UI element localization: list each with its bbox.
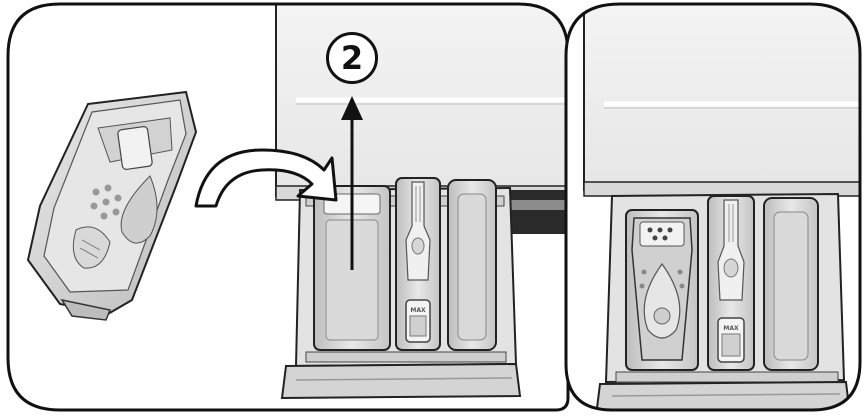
liquid-detergent-insert — [26, 90, 198, 321]
insert-installed — [625, 209, 699, 371]
main-panel-border — [6, 2, 570, 412]
main-panel: MAX — [6, 2, 570, 412]
softener-compartment: MAX — [395, 177, 441, 351]
curved-arrow-icon — [194, 148, 338, 208]
prewash-compartment-closeup — [763, 197, 819, 371]
detergent-drawer-closeup: MAX — [594, 192, 852, 410]
step-number-badge: 2 — [326, 32, 378, 84]
max-mark-label: MAX — [410, 307, 426, 314]
result-panel-border — [564, 2, 862, 412]
prewash-compartment — [447, 179, 497, 351]
max-mark-label-closeup: MAX — [723, 325, 739, 332]
machine-body-closeup — [583, 4, 860, 197]
softener-compartment-closeup: MAX — [707, 195, 755, 371]
up-arrow-icon — [341, 96, 363, 270]
result-panel: MAX — [564, 2, 862, 412]
detergent-drawer: MAX — [280, 177, 522, 400]
